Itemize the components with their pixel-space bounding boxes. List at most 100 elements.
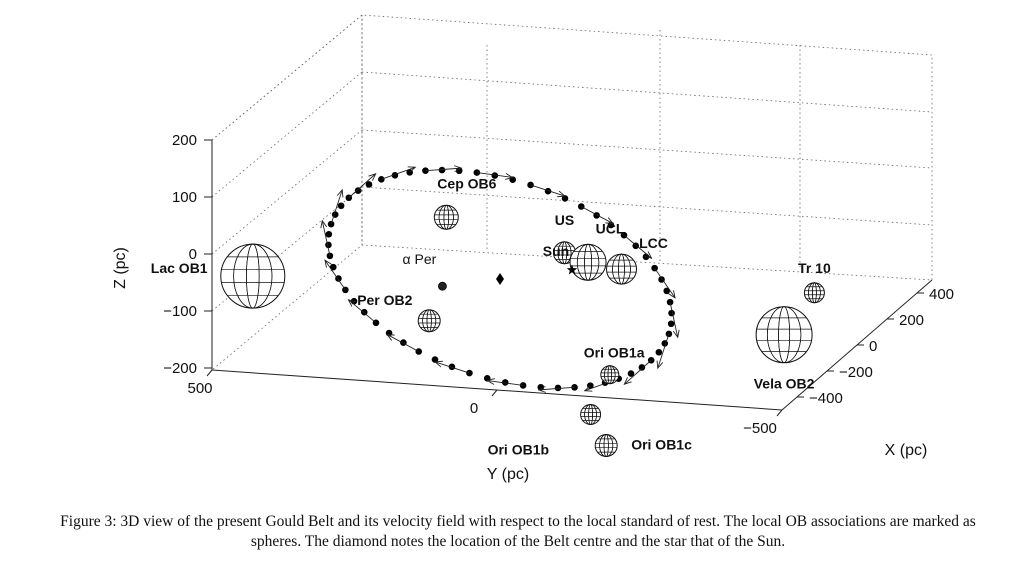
association-label: Vela OB2	[754, 376, 815, 392]
y-tick	[206, 369, 213, 377]
velocity-arrow	[425, 167, 462, 172]
y-tick	[491, 389, 498, 397]
belt-point	[627, 370, 635, 377]
velocity-arrowhead	[454, 165, 463, 173]
sun-star-marker	[566, 264, 578, 275]
belt-point	[326, 252, 334, 260]
association-sphere	[220, 243, 286, 309]
belt-point	[365, 181, 373, 188]
sun-label: Sun	[543, 243, 569, 259]
belt-point	[325, 230, 333, 238]
association-label: Ori OB1a	[584, 345, 645, 361]
velocity-arrowhead	[557, 190, 566, 198]
velocity-arrowhead	[623, 377, 632, 385]
association-label: Cep OB6	[437, 175, 496, 191]
velocity-arrow	[581, 206, 614, 224]
z-axis-label: Z (pc)	[112, 247, 129, 289]
association-sphere	[803, 282, 825, 304]
velocity-arrowhead	[505, 173, 514, 180]
belt-point	[519, 382, 527, 389]
tick-marks	[204, 139, 924, 417]
belt-point	[337, 202, 345, 210]
belt-point	[431, 356, 439, 363]
belt-point	[448, 363, 456, 371]
velocity-arrowhead	[434, 360, 443, 368]
association-label: US	[555, 212, 574, 228]
axes-box	[211, 14, 933, 371]
x-tick-label: 200	[899, 312, 924, 329]
association-label: α Per	[403, 251, 437, 267]
velocity-arrowhead	[386, 333, 395, 341]
velocity-arrowhead	[656, 360, 664, 370]
velocity-arrow	[623, 234, 652, 259]
belt-point	[329, 263, 337, 271]
association-label: Tr 10	[798, 260, 831, 276]
belt-point	[455, 167, 463, 175]
belt-point	[554, 384, 562, 392]
x-tick-label: −400	[809, 390, 843, 407]
x-tick-label: −200	[839, 364, 873, 381]
figure-panel: 200 100 0 −100 −200 500 0 −500 −400 −200 0 200 400 S…	[112, 14, 954, 483]
velocity-arrow	[348, 299, 377, 324]
velocity-arrow	[657, 333, 670, 369]
association-sphere	[569, 243, 607, 281]
association-sphere	[433, 204, 459, 230]
association-sphere	[606, 253, 637, 285]
belt-point	[655, 348, 663, 356]
z-tick-label: 200	[172, 132, 197, 149]
velocity-arrows	[320, 165, 680, 393]
velocity-arrow	[487, 380, 524, 386]
association-label: UCL	[596, 220, 625, 236]
figure-caption: Figure 3: 3D view of the present Gould B…	[60, 513, 976, 550]
velocity-arrow	[324, 259, 346, 291]
association-sphere	[755, 306, 813, 364]
y-tick-label: 500	[187, 380, 212, 397]
association-spheres	[220, 204, 825, 457]
velocity-arrowhead	[368, 173, 377, 181]
velocity-arrow	[669, 302, 679, 338]
z-tick-label: 0	[189, 246, 197, 263]
velocity-arrow	[386, 334, 419, 352]
association-sphere	[437, 281, 447, 291]
velocity-arrow	[476, 172, 513, 178]
x-tick-label: 0	[869, 338, 877, 355]
association-label: Ori OB1b	[488, 442, 549, 458]
velocity-arrow	[381, 166, 416, 180]
association-sphere	[594, 434, 618, 457]
gould-belt-3d-plot: 200 100 0 −100 −200 500 0 −500 −400 −200 0 200 400 S…	[112, 14, 954, 483]
x-axis-label: X (pc)	[885, 442, 928, 459]
velocity-arrow	[330, 189, 343, 225]
belt-point	[561, 195, 569, 202]
belt-point	[415, 348, 423, 355]
velocity-arrow	[624, 359, 652, 385]
belt-point	[663, 287, 671, 295]
velocity-arrowhead	[347, 298, 356, 307]
z-tick-label: 100	[172, 189, 197, 206]
association-label: Ori OB1c	[631, 437, 692, 453]
z-tick-label: −100	[163, 303, 197, 320]
velocity-arrow	[348, 173, 376, 199]
velocity-arrowhead	[672, 329, 680, 339]
velocity-arrowhead	[537, 385, 546, 393]
velocity-arrowhead	[407, 166, 417, 173]
association-sphere	[417, 309, 441, 333]
velocity-arrow	[435, 361, 470, 374]
z-tick-label: −200	[163, 360, 197, 377]
y-tick-label: 0	[470, 400, 478, 417]
belt-point	[438, 166, 446, 174]
belt-point	[638, 364, 646, 371]
tick-labels: 200 100 0 −100 −200 500 0 −500 −400 −200 0 200 400	[163, 132, 954, 437]
velocity-arrowhead	[324, 259, 332, 268]
association-label: LCC	[639, 235, 668, 251]
y-tick-label: −500	[743, 420, 777, 437]
velocity-arrowhead	[644, 251, 653, 260]
belt-point	[667, 320, 675, 328]
velocity-arrowhead	[336, 188, 344, 198]
velocity-arrowhead	[583, 385, 593, 392]
association-label: Per OB2	[357, 292, 412, 308]
velocity-arrowhead	[605, 217, 614, 225]
velocity-arrowhead	[486, 378, 495, 385]
belt-point	[544, 187, 552, 195]
x-tick-label: 400	[929, 286, 954, 303]
centre-markers: Sun	[496, 243, 578, 285]
